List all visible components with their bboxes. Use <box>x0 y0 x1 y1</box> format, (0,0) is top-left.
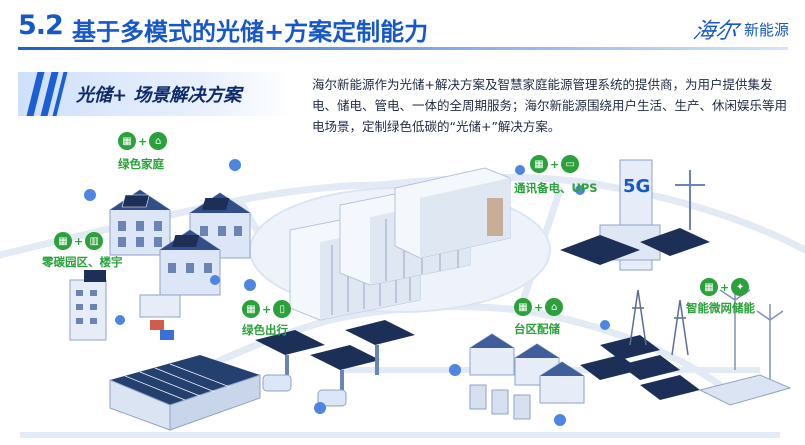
scene-label-microgrid: 智能微网储能 <box>686 301 755 315</box>
scene-badge-microgrid: ▦+✦ <box>700 278 750 296</box>
scene-banner: 光储+ 场景解决方案 <box>18 72 292 116</box>
solar-panel-icon: ▦ <box>530 155 548 173</box>
tower-5g-text: 5G <box>623 176 650 197</box>
banner-title: 光储+ 场景解决方案 <box>76 85 242 106</box>
microgrid-icon: ✦ <box>731 278 750 296</box>
solar-panel-icon: ▦ <box>54 232 72 250</box>
title-bar: 5.2 基于多模式的光储+方案定制能力 海尔 新能源 <box>0 0 805 52</box>
scene-badge-telecom-ups: ▦+▭ <box>530 155 580 173</box>
page-title: 基于多模式的光储+方案定制能力 <box>72 18 429 46</box>
zero-carbon-park <box>69 270 261 431</box>
scene-badge-zero-carbon-park: ▦+▥ <box>54 232 104 250</box>
scene-badge-district-storage: ▦+⌂ <box>514 298 564 316</box>
scenario-illustration: 5G <box>0 159 805 438</box>
solar-panel-icon: ▦ <box>700 278 718 296</box>
scene-label-zero-carbon-park: 零碳园区、楼宇 <box>42 255 123 269</box>
scene-label-green-mobility: 绿色出行 <box>242 323 288 337</box>
brand-logo: 海尔 新能源 <box>690 13 789 45</box>
ups-icon: ▭ <box>561 155 580 173</box>
intro-paragraph: 海尔新能源作为光储+解决方案及智慧家庭能源管理系统的提供商，为用户提供集发电、储… <box>312 77 788 134</box>
microgrid-site <box>580 282 792 406</box>
solar-panel-icon: ▦ <box>514 298 532 316</box>
district-storage-houses <box>469 333 585 420</box>
solar-panel-icon: ▦ <box>118 132 136 150</box>
section-number: 5.2 <box>18 10 64 41</box>
scene-label-telecom-ups: 通讯备电、UPS <box>514 181 598 195</box>
building-icon: ▥ <box>85 232 104 250</box>
green-home-houses <box>109 189 251 296</box>
scene-label-district-storage: 台区配储 <box>514 322 560 336</box>
telecom-site: 5G <box>560 159 710 271</box>
brand-name: 新能源 <box>743 20 789 39</box>
brand-logo-mark: 海尔 <box>690 19 741 44</box>
solar-panel-icon: ▦ <box>242 300 260 318</box>
title-underline <box>18 47 788 50</box>
scene-label-green-home: 绿色家庭 <box>118 157 164 171</box>
scene-badge-green-mobility: ▦+▯ <box>242 300 292 318</box>
house-icon: ⌂ <box>149 132 168 150</box>
scene-badge-green-home: ▦+⌂ <box>118 132 168 150</box>
home-grid-icon: ⌂ <box>545 298 564 316</box>
charger-icon: ▯ <box>273 300 292 318</box>
trees <box>84 159 610 426</box>
storage-container <box>394 167 511 259</box>
green-mobility-charging <box>255 320 415 407</box>
